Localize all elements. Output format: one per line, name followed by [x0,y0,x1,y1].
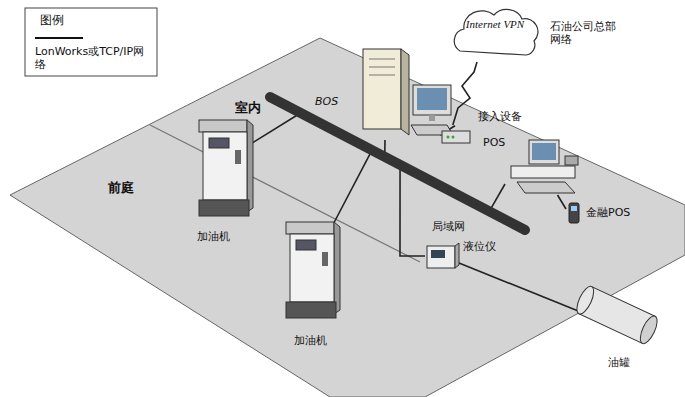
gauge-display [431,250,445,258]
access-device-icon [440,125,472,145]
node-label: 加油机 [197,230,257,243]
card-terminal: 金融POS [566,203,582,223]
drive-slot [369,59,395,60]
legend-row: LonWorks或TCP/IP网络 [35,34,153,71]
network-link [249,113,301,145]
node-label: BOS [315,95,415,108]
legend-sample [35,34,85,42]
pump-nozzle [322,252,328,266]
gauge-box [427,246,455,268]
zone-label: 室内 [235,100,261,116]
network-label: 石油公司总部网络 [550,20,625,46]
lan-bar [270,97,525,230]
drive-slot [369,75,395,76]
gauge-side [455,243,459,268]
monitor-stand [429,115,435,121]
legend-text: LonWorks或TCP/IP网络 [35,45,153,71]
card-terminal-icon [566,203,582,223]
zone-label: 前庭 [108,180,134,196]
pump-canopy [286,222,334,234]
internet-cloud: Internet VPN [450,5,540,62]
node-label: Internet VPN [465,18,525,31]
access-device: 接入设备 [440,125,472,145]
router-box [442,131,470,143]
legend-line [35,37,83,39]
node-label: 油罐 [608,356,685,369]
node-label: 接入设备 [478,110,510,123]
node-label: 液位仪 [463,240,497,253]
pump-side [334,222,340,314]
card-reader [569,203,579,223]
legend-heading: 图例 [40,13,64,27]
pos-keyboard [517,182,575,193]
station-floor [10,38,685,397]
pump-display [209,138,229,148]
oil-tank-icon [570,280,665,350]
drive-slot [369,67,395,68]
fuel-dispenser: 加油机 [195,120,255,220]
network-link [459,263,580,312]
pos-terminal-icon [505,140,580,195]
server-tower [363,49,401,129]
node-label: 加油机 [294,334,356,347]
level-gauge-icon [425,242,459,270]
bos-server-icon [355,45,455,140]
pos-printer [565,156,578,165]
pump-canopy [199,120,247,132]
pump-body [290,234,334,302]
tower-side [401,49,409,135]
card-screen [571,206,577,211]
pos-terminal: POS [505,140,580,195]
fuel-dispenser-icon [282,222,344,327]
router-led [447,136,450,139]
node-label: POS [483,136,558,149]
node-label: 金融POS [586,206,602,219]
tank-group [574,284,661,346]
pump-base [286,302,336,318]
network-link [558,195,567,209]
tank-end [574,284,598,316]
pos-base [511,166,575,178]
fuel-dispenser-icon [195,120,255,220]
zone-divider [150,125,420,262]
internet-cloud-icon [450,5,540,62]
fuel-dispenser: 加油机 [282,222,344,327]
pos-monitor [529,140,559,164]
tank-end [637,314,661,346]
cloud-shape [454,9,538,55]
oil-tank: 油罐 [570,280,665,350]
bos-server: BOS [355,45,455,140]
monitor [413,85,451,115]
network-link [453,62,477,125]
pos-screen [532,143,556,160]
legend-box [25,8,157,76]
pump-body [203,132,247,200]
node-label: 局域网 [432,220,685,233]
pump-side [247,120,253,212]
pump-base [199,200,249,216]
pump-display [296,240,316,250]
level-gauge: 液位仪 [425,242,459,270]
pump-nozzle [235,150,241,164]
network-link [332,150,372,227]
monitor-screen [417,88,447,110]
router-led [452,136,455,139]
